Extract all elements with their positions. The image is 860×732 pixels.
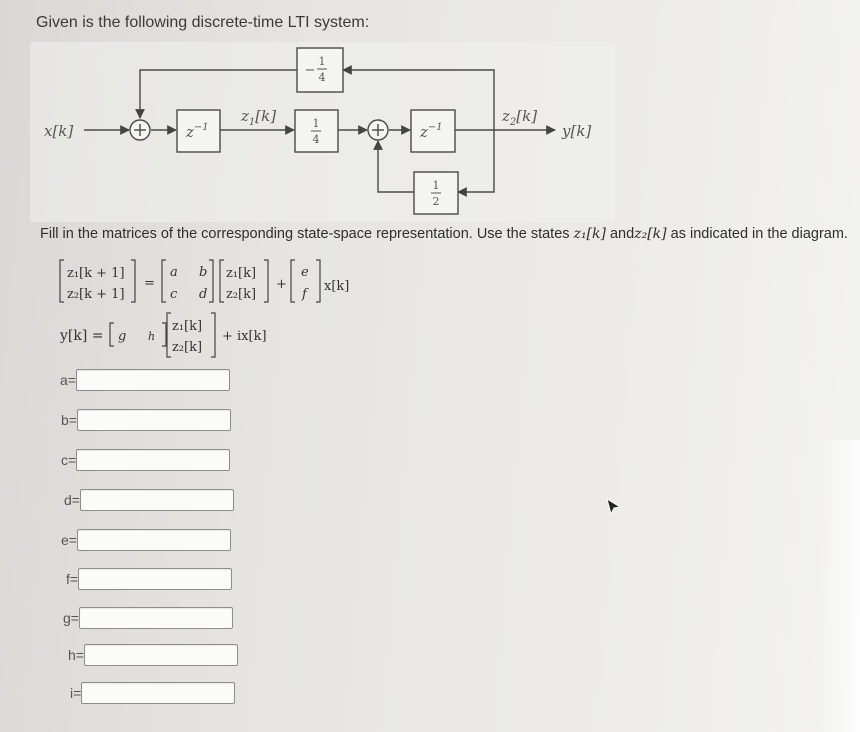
- answer-label: h=: [68, 647, 84, 663]
- answer-label: f=: [66, 571, 79, 587]
- delay2-exp: −1: [428, 122, 443, 133]
- state2-arg: [k]: [516, 107, 537, 125]
- matrix-b: b: [199, 265, 207, 280]
- lhs-z1: z₁[k + 1]: [67, 266, 125, 281]
- answer-label: i=: [70, 685, 82, 701]
- delay1-exp: −1: [194, 122, 209, 133]
- answer-label: g=: [63, 610, 79, 626]
- state-vec-z1: z₁[k]: [226, 266, 256, 281]
- instructions: Fill in the matrices of the correspondin…: [40, 226, 848, 242]
- answer-input[interactable]: [78, 568, 233, 590]
- lhs-z2: z₂[k + 1]: [67, 287, 125, 302]
- answer-label: c=: [61, 452, 77, 468]
- row-g: g: [118, 329, 126, 344]
- answer-row-5: f=: [66, 568, 233, 590]
- answer-input[interactable]: [75, 369, 230, 391]
- matrix-a: a: [170, 265, 178, 280]
- answer-label: b=: [61, 412, 77, 428]
- vector-e: e: [301, 265, 309, 280]
- answer-input[interactable]: [76, 529, 231, 551]
- gain-top-den: 4: [319, 71, 326, 84]
- svg-text:z−1: z−1: [185, 122, 209, 141]
- delay-block-2: [410, 109, 456, 153]
- row-h: h: [148, 330, 155, 343]
- answer-row-1: b=: [61, 409, 231, 431]
- gain-bottom-num: 1: [433, 179, 440, 192]
- svg-text:z1[k]: z1[k]: [240, 107, 276, 128]
- answer-input[interactable]: [78, 607, 233, 629]
- answer-row-8: i=: [70, 682, 236, 704]
- state1-arg: [k]: [255, 107, 276, 125]
- instr-start: Fill in the matrices of the correspondin…: [40, 226, 574, 242]
- answer-label: a=: [60, 372, 76, 388]
- answer-label: d=: [64, 492, 80, 508]
- out-state-z1: z₁[k]: [172, 319, 202, 334]
- gain-top-num: 1: [319, 55, 326, 68]
- delay-block-1: [176, 109, 221, 153]
- instr-and: and: [605, 226, 635, 242]
- gain-top-sign: −: [305, 63, 316, 78]
- state1-z: z: [240, 107, 249, 125]
- state-eq-input: x[k]: [324, 279, 349, 294]
- answer-row-4: e=: [61, 529, 231, 551]
- sum-junction-1: [129, 119, 151, 141]
- answer-row-6: g=: [63, 607, 233, 629]
- state-vec-z2: z₂[k]: [226, 287, 256, 302]
- state1-sub: 1: [249, 117, 255, 128]
- mouse-cursor-icon: [606, 498, 622, 516]
- gain-mid-den: 4: [313, 133, 320, 146]
- svg-text:z2[k]: z2[k]: [501, 107, 537, 128]
- state-eq-plus: +: [276, 277, 287, 292]
- out-eq-tail: + ix[k]: [222, 329, 267, 344]
- answer-input[interactable]: [83, 644, 238, 666]
- answer-input[interactable]: [79, 489, 234, 511]
- gain-bottom-den: 2: [433, 195, 440, 208]
- answer-input[interactable]: [81, 682, 236, 704]
- output-label: y[k]: [561, 122, 591, 140]
- answer-label: e=: [61, 532, 77, 548]
- matrix-d: d: [199, 287, 207, 302]
- delay2-z: z: [419, 123, 428, 141]
- question-prompt: Given is the following discrete-time LTI…: [36, 14, 370, 31]
- out-state-z2: z₂[k]: [172, 340, 202, 355]
- delay1-z: z: [185, 123, 194, 141]
- sum-junction-2: [367, 119, 389, 141]
- instr-state2: z₂[k]: [634, 226, 667, 242]
- answer-row-7: h=: [68, 644, 238, 666]
- state-eq-equals: =: [144, 276, 155, 291]
- matrix-c: c: [170, 287, 178, 302]
- input-label: x[k]: [44, 122, 73, 140]
- vector-f: f: [301, 287, 309, 302]
- state2-z: z: [501, 107, 510, 125]
- state2-sub: 2: [509, 117, 516, 128]
- answer-input[interactable]: [76, 449, 231, 471]
- answer-input[interactable]: [76, 409, 231, 431]
- answer-row-0: a=: [60, 369, 230, 391]
- answer-row-3: d=: [64, 489, 234, 511]
- screen-glare: [820, 440, 860, 732]
- answer-row-2: c=: [61, 449, 231, 471]
- out-eq-lhs: y[k] =: [59, 328, 104, 344]
- svg-text:z−1: z−1: [419, 122, 443, 141]
- instr-end: as indicated in the diagram.: [666, 226, 848, 242]
- instr-state1: z₁[k]: [573, 226, 606, 242]
- gain-mid-num: 1: [313, 117, 320, 130]
- gain-block-top: [296, 47, 344, 93]
